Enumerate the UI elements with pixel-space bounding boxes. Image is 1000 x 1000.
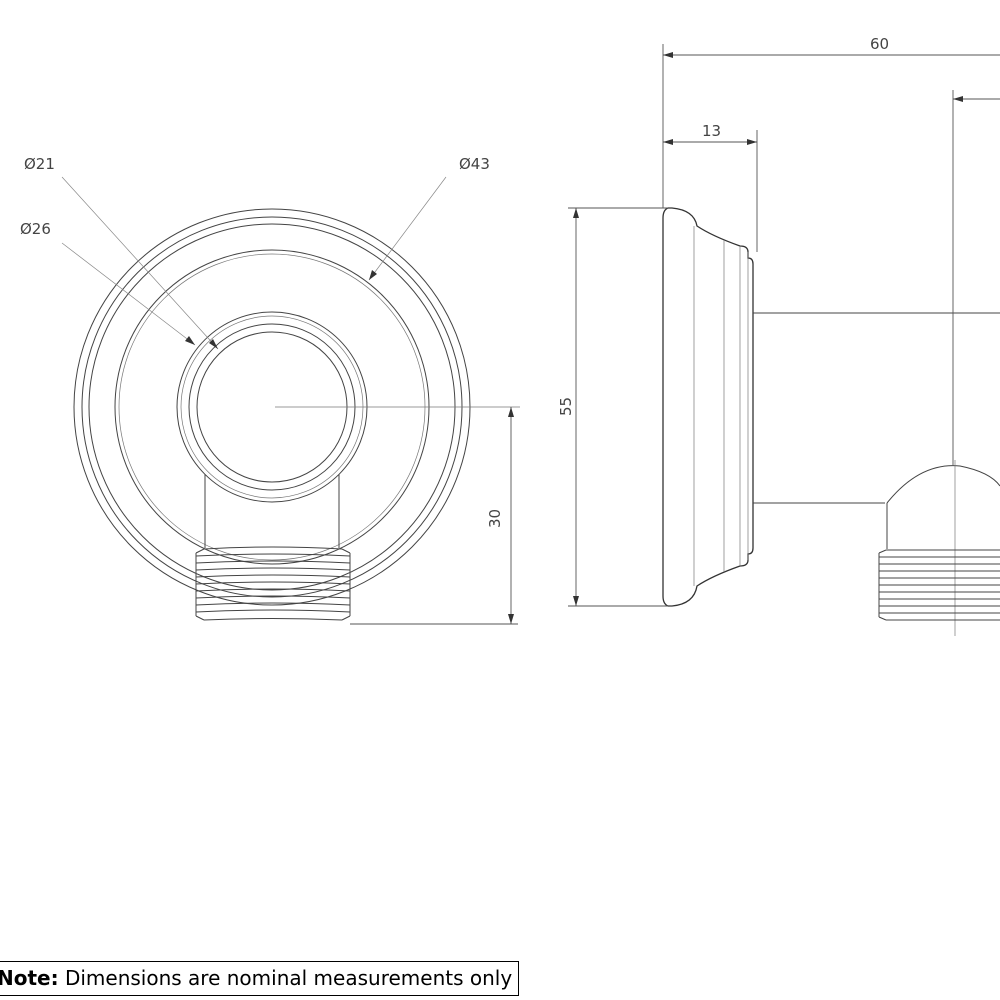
leader-d43 [368, 176, 447, 281]
dim-30-label: 30 [486, 509, 504, 528]
neck-body [204, 470, 340, 548]
thread-front [195, 546, 351, 621]
note-label: Note: [0, 966, 59, 990]
leader-d21 [61, 176, 219, 350]
side-view: 60 13 55 [557, 35, 1000, 636]
side-body [753, 312, 1000, 504]
dim-13-label: 13 [702, 122, 721, 140]
thread-side [878, 549, 1000, 621]
dim-d43-label: Ø43 [459, 155, 490, 173]
dim-55-label: 55 [557, 397, 575, 416]
note-box: Note: Dimensions are nominal measurement… [0, 961, 520, 996]
note-text: Dimensions are nominal measurements only [58, 966, 513, 990]
dim-60-label: 60 [870, 35, 889, 53]
front-view: Ø21 Ø26 Ø43 30 [20, 155, 520, 625]
leader-d26 [61, 242, 196, 346]
outlet-dome [886, 465, 1000, 549]
dim-d21-label: Ø21 [24, 155, 55, 173]
dim-d26-label: Ø26 [20, 220, 51, 238]
flange-profile [662, 207, 754, 607]
